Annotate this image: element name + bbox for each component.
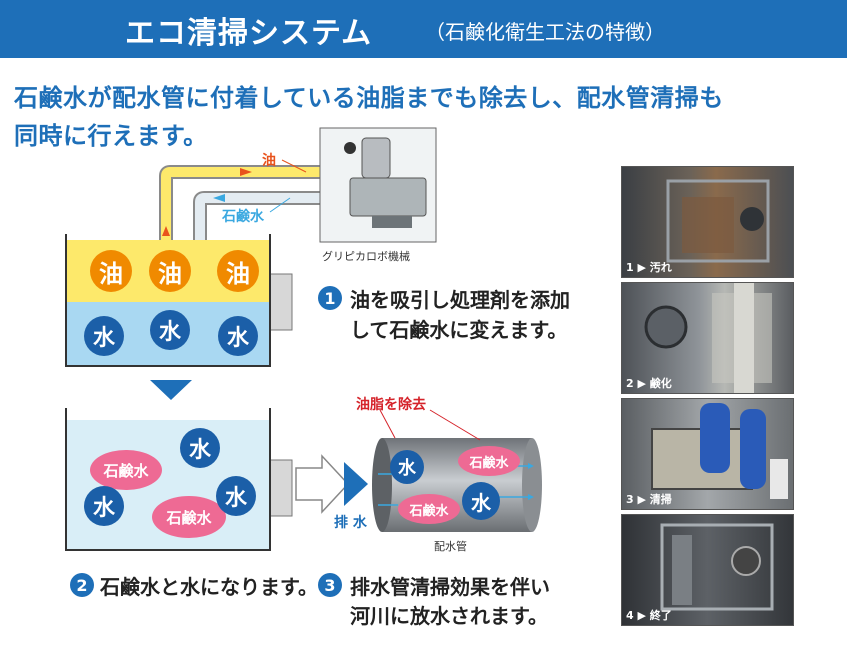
step-1-text-line-2: して石鹸水に変えます。	[350, 318, 568, 342]
water-circle: 水	[218, 316, 258, 356]
water-circle: 水	[216, 476, 256, 516]
photo-caption: 4 ▶ 終了	[626, 609, 672, 622]
pipe-label-soap: 石鹸水	[222, 209, 264, 225]
soap-blob: 石鹸水	[152, 496, 226, 538]
page-subtitle: （石鹸化衛生工法の特徴）	[425, 20, 665, 44]
oil-circle: 油	[217, 250, 259, 292]
grease-leader-1	[379, 409, 396, 439]
lead-line-1: 石鹸水が配水管に付着している油脂までも除去し、配水管清掃も	[14, 84, 724, 112]
oil-flow-arrow-up	[162, 226, 170, 236]
step-number: 3	[318, 573, 342, 597]
water-circle: 水	[84, 316, 124, 356]
drain-pipe-end-right	[522, 438, 542, 532]
pipe-caption: 配水管	[434, 540, 467, 553]
flow-out-arrow	[295, 454, 350, 514]
photo-cleaning-art	[651, 403, 788, 499]
photo-finished: 4 ▶ 終了	[621, 514, 794, 626]
water-circle: 水	[180, 428, 220, 468]
pipe-label-oil: 油	[262, 153, 276, 169]
step-3-text-line-1: 排水管清掃効果を伴い	[350, 575, 550, 599]
soap-blob: 石鹸水	[458, 446, 520, 476]
machine-base	[372, 216, 412, 228]
machine-tank	[361, 137, 391, 179]
photo-caption: 3 ▶ 清掃	[626, 493, 672, 506]
oil-flow-arrow	[240, 168, 252, 176]
water-circle: 水	[84, 486, 124, 526]
photo-dirty-art	[666, 179, 770, 263]
page-title: エコ清掃システム	[125, 16, 373, 51]
oil-circle: 油	[149, 250, 191, 292]
step-number: 2	[70, 573, 94, 597]
machine-body	[349, 177, 427, 217]
photo-saponify-art	[644, 283, 772, 393]
drain-label: 排 水	[334, 515, 367, 531]
pipe-entry-arrow	[344, 462, 368, 506]
photo-caption: 2 ▶ 鹸化	[626, 377, 672, 390]
soap-blob: 石鹸水	[90, 450, 162, 490]
water-circle: 水	[390, 450, 424, 484]
grease-removal-label: 油脂を除去	[356, 397, 426, 413]
photo-cleaning: 3 ▶ 清掃	[621, 398, 794, 510]
tank1-outlet	[269, 273, 293, 331]
photo-dirty: 1 ▶ 汚れ	[621, 166, 794, 278]
header-bar	[0, 0, 847, 58]
soap-pipe	[195, 193, 322, 255]
oil-circle: 油	[90, 250, 132, 292]
water-circle: 水	[462, 482, 500, 520]
oil-pipe	[161, 167, 322, 240]
photo-saponify: 2 ▶ 鹸化	[621, 282, 794, 394]
step-2-text: 石鹸水と水になります。	[100, 575, 318, 599]
oil-leader	[281, 159, 307, 173]
down-arrow	[150, 380, 192, 400]
tank2-wall	[65, 408, 271, 551]
grease-leader-2	[429, 409, 481, 441]
machine-nozzle	[344, 142, 356, 154]
machine-caption: グリピカロボ機械	[322, 250, 410, 263]
photo-caption: 1 ▶ 汚れ	[626, 261, 672, 274]
soap-flow-arrow	[213, 194, 225, 202]
tank1-wall	[65, 234, 271, 367]
photo-finished-art	[660, 523, 774, 611]
pipe-flow-arrow-2	[528, 494, 534, 500]
soap-blob: 石鹸水	[398, 494, 460, 524]
drain-pipe-end-left	[372, 438, 392, 532]
tank2-outlet	[269, 459, 293, 517]
step-3-text-line-2: 河川に放水されます。	[350, 604, 548, 628]
lead-line-2: 同時に行えます。	[14, 122, 208, 150]
step-number: 1	[318, 286, 342, 310]
water-circle: 水	[150, 310, 190, 350]
step-1-text-line-1: 油を吸引し処理剤を添加	[350, 288, 570, 312]
soap-leader	[269, 197, 291, 213]
pipe-flow-arrow-1	[528, 463, 534, 469]
